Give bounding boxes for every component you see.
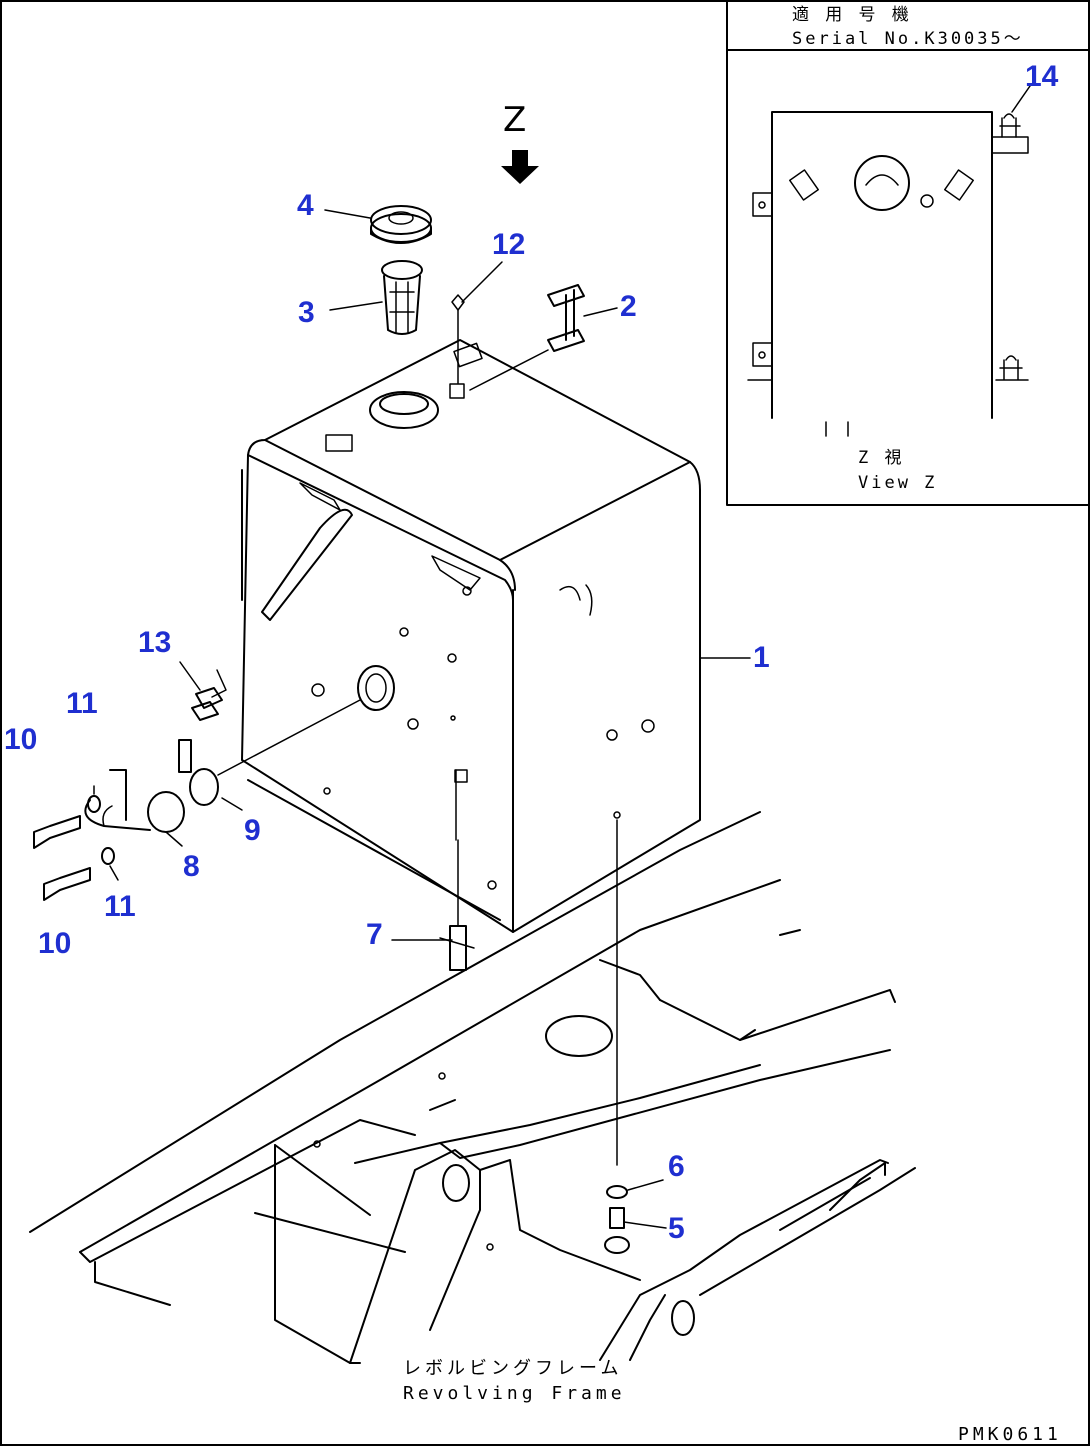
callout-12: 12 (492, 228, 525, 261)
callouts: 1 2 3 4 5 6 7 8 9 10 10 11 11 12 13 14 (4, 60, 1059, 1245)
part-11-washers (87, 785, 115, 865)
leader-lines (109, 85, 1031, 1229)
part-13-hose-clamp (191, 687, 223, 721)
frame-label-en: Revolving Frame (403, 1383, 626, 1404)
callout-8: 8 (183, 850, 200, 883)
figure-code: PMK0611 (958, 1424, 1062, 1445)
part-12-fitting (449, 294, 465, 399)
callout-3: 3 (298, 296, 315, 329)
part-8-bracket (84, 739, 192, 833)
inset-view-z: 適 用 号 機 Serial No.K30035～ Z 視 View Z (726, 0, 1090, 506)
view-arrow-label: Z (503, 100, 526, 140)
callout-11-upper: 11 (66, 687, 98, 720)
part-5-6-plug (604, 819, 630, 1254)
inset-header-jp: 適 用 号 機 (792, 5, 912, 25)
callout-1: 1 (753, 641, 770, 674)
callout-5: 5 (668, 1212, 685, 1245)
part-2-clamp (469, 284, 585, 391)
frame-label-jp: レボルビングフレーム (403, 1358, 622, 1379)
part-9-oring (189, 699, 361, 806)
callout-2: 2 (620, 290, 637, 323)
fuel-tank (211, 339, 701, 933)
part-cap (370, 205, 432, 244)
revolving-frame (29, 811, 916, 1364)
view-z-arrow: Z (501, 100, 539, 184)
inset-header-serial: Serial No.K30035～ (792, 29, 1024, 49)
callout-4: 4 (297, 189, 314, 222)
callout-6: 6 (668, 1150, 685, 1183)
callout-9: 9 (244, 814, 261, 847)
callout-7: 7 (366, 918, 383, 951)
callout-10-lower: 10 (38, 927, 71, 960)
part-10-bolts (33, 815, 91, 901)
callout-11-lower: 11 (104, 890, 136, 923)
callout-14: 14 (1025, 60, 1059, 93)
callout-10-upper: 10 (4, 723, 37, 756)
part-strainer (381, 260, 423, 335)
inset-view-en: View Z (858, 473, 937, 493)
inset-view-jp: Z 視 (858, 448, 904, 468)
callout-13: 13 (138, 626, 171, 659)
